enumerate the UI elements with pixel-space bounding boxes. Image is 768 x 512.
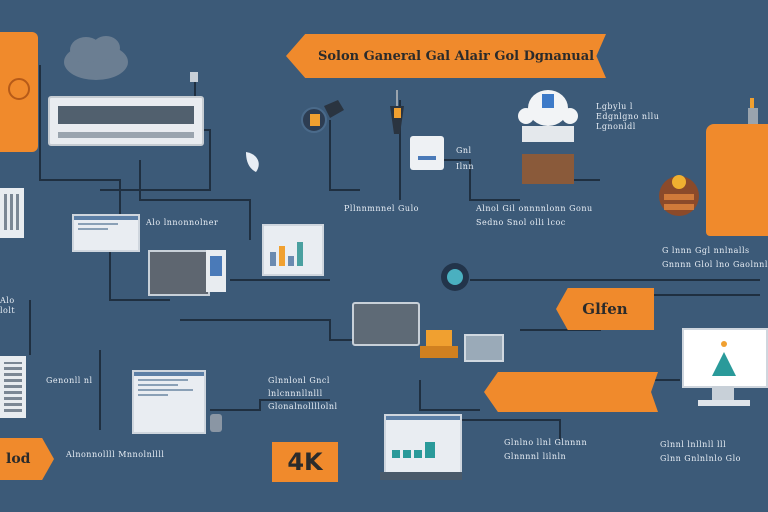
- camera-robot-icon: [301, 100, 344, 133]
- label-bottom-left: Alnonnollll Mnnolnllll: [66, 450, 165, 459]
- label-center-right: Alnol Gil onnnnlonn Gonu Sedno Snol olli…: [476, 204, 593, 227]
- banner-bottom-left-text: lod: [6, 451, 31, 467]
- cloud-icon: [64, 36, 128, 80]
- orange-base: [420, 346, 458, 358]
- label-left-mid: Alo lnnonnolner: [146, 218, 219, 227]
- banner-glfen-text: Glfen: [582, 300, 628, 318]
- plug-right-icon: [748, 98, 758, 130]
- dial-icon: [8, 78, 30, 100]
- drop-icon: [246, 152, 259, 172]
- top-banner-text: Solon Ganeral Gal Alair Gol Dgnanual: [318, 48, 595, 64]
- laptop-bottom: [384, 414, 462, 474]
- top-banner: Solon Ganeral Gal Alair Gol Dgnanual: [286, 34, 606, 78]
- traffic-icon: [659, 175, 699, 216]
- label-top-right: Lgbylu l Edgnlgno nllu Lgnonldl: [596, 102, 660, 131]
- banner-blank: [484, 372, 658, 412]
- monitor-chart: [262, 224, 324, 276]
- desk-block: [522, 154, 574, 184]
- monitor-base: [698, 400, 750, 406]
- banner-glfen: Glfen: [556, 288, 654, 330]
- label-far-right: G lnnn Ggl nnlnalls Gnnnn Glol lno Gaoln…: [662, 246, 768, 269]
- server-device: [48, 96, 204, 146]
- label-center-bottom: Glnnlonl Gncl lnlcnnnllnlll Glonalnollll…: [268, 376, 338, 411]
- router-box: [410, 136, 444, 170]
- tablet-device: [464, 334, 504, 362]
- globe-icon: [441, 263, 469, 291]
- monitor-right: [682, 328, 768, 388]
- banner-bottom-left: lod: [0, 438, 54, 480]
- plug-icon: [190, 72, 198, 82]
- mouse-icon: [210, 414, 222, 432]
- workstation-screen: [148, 250, 210, 296]
- lamp-icon: [390, 90, 404, 134]
- workstation-side: [206, 250, 226, 292]
- label-mid-top: Pllnnmnnel Gulo: [344, 204, 419, 213]
- badge-4k: 4K: [272, 442, 338, 482]
- monitor-stand: [712, 386, 734, 400]
- label-bottom-mid: Glnlno llnl Glnnnn Glnnnnl lilnln: [504, 438, 588, 461]
- keypad-device: [0, 188, 24, 238]
- orange-tower: [706, 124, 768, 236]
- robot-icon: [518, 90, 578, 142]
- laptop-base: [380, 472, 462, 480]
- orange-box: [426, 330, 452, 346]
- label-bottom-right: Glnnl lnllnll lll Glnn Gnlnlnlo Glo: [660, 440, 741, 463]
- keypad-device-2: [0, 356, 26, 418]
- triangle-chart-icon: [712, 341, 736, 376]
- tv-screen: [352, 302, 420, 346]
- label-left-bottom: Genonll nl: [46, 376, 93, 385]
- monitor-left: [72, 214, 140, 252]
- window-left: [132, 370, 206, 434]
